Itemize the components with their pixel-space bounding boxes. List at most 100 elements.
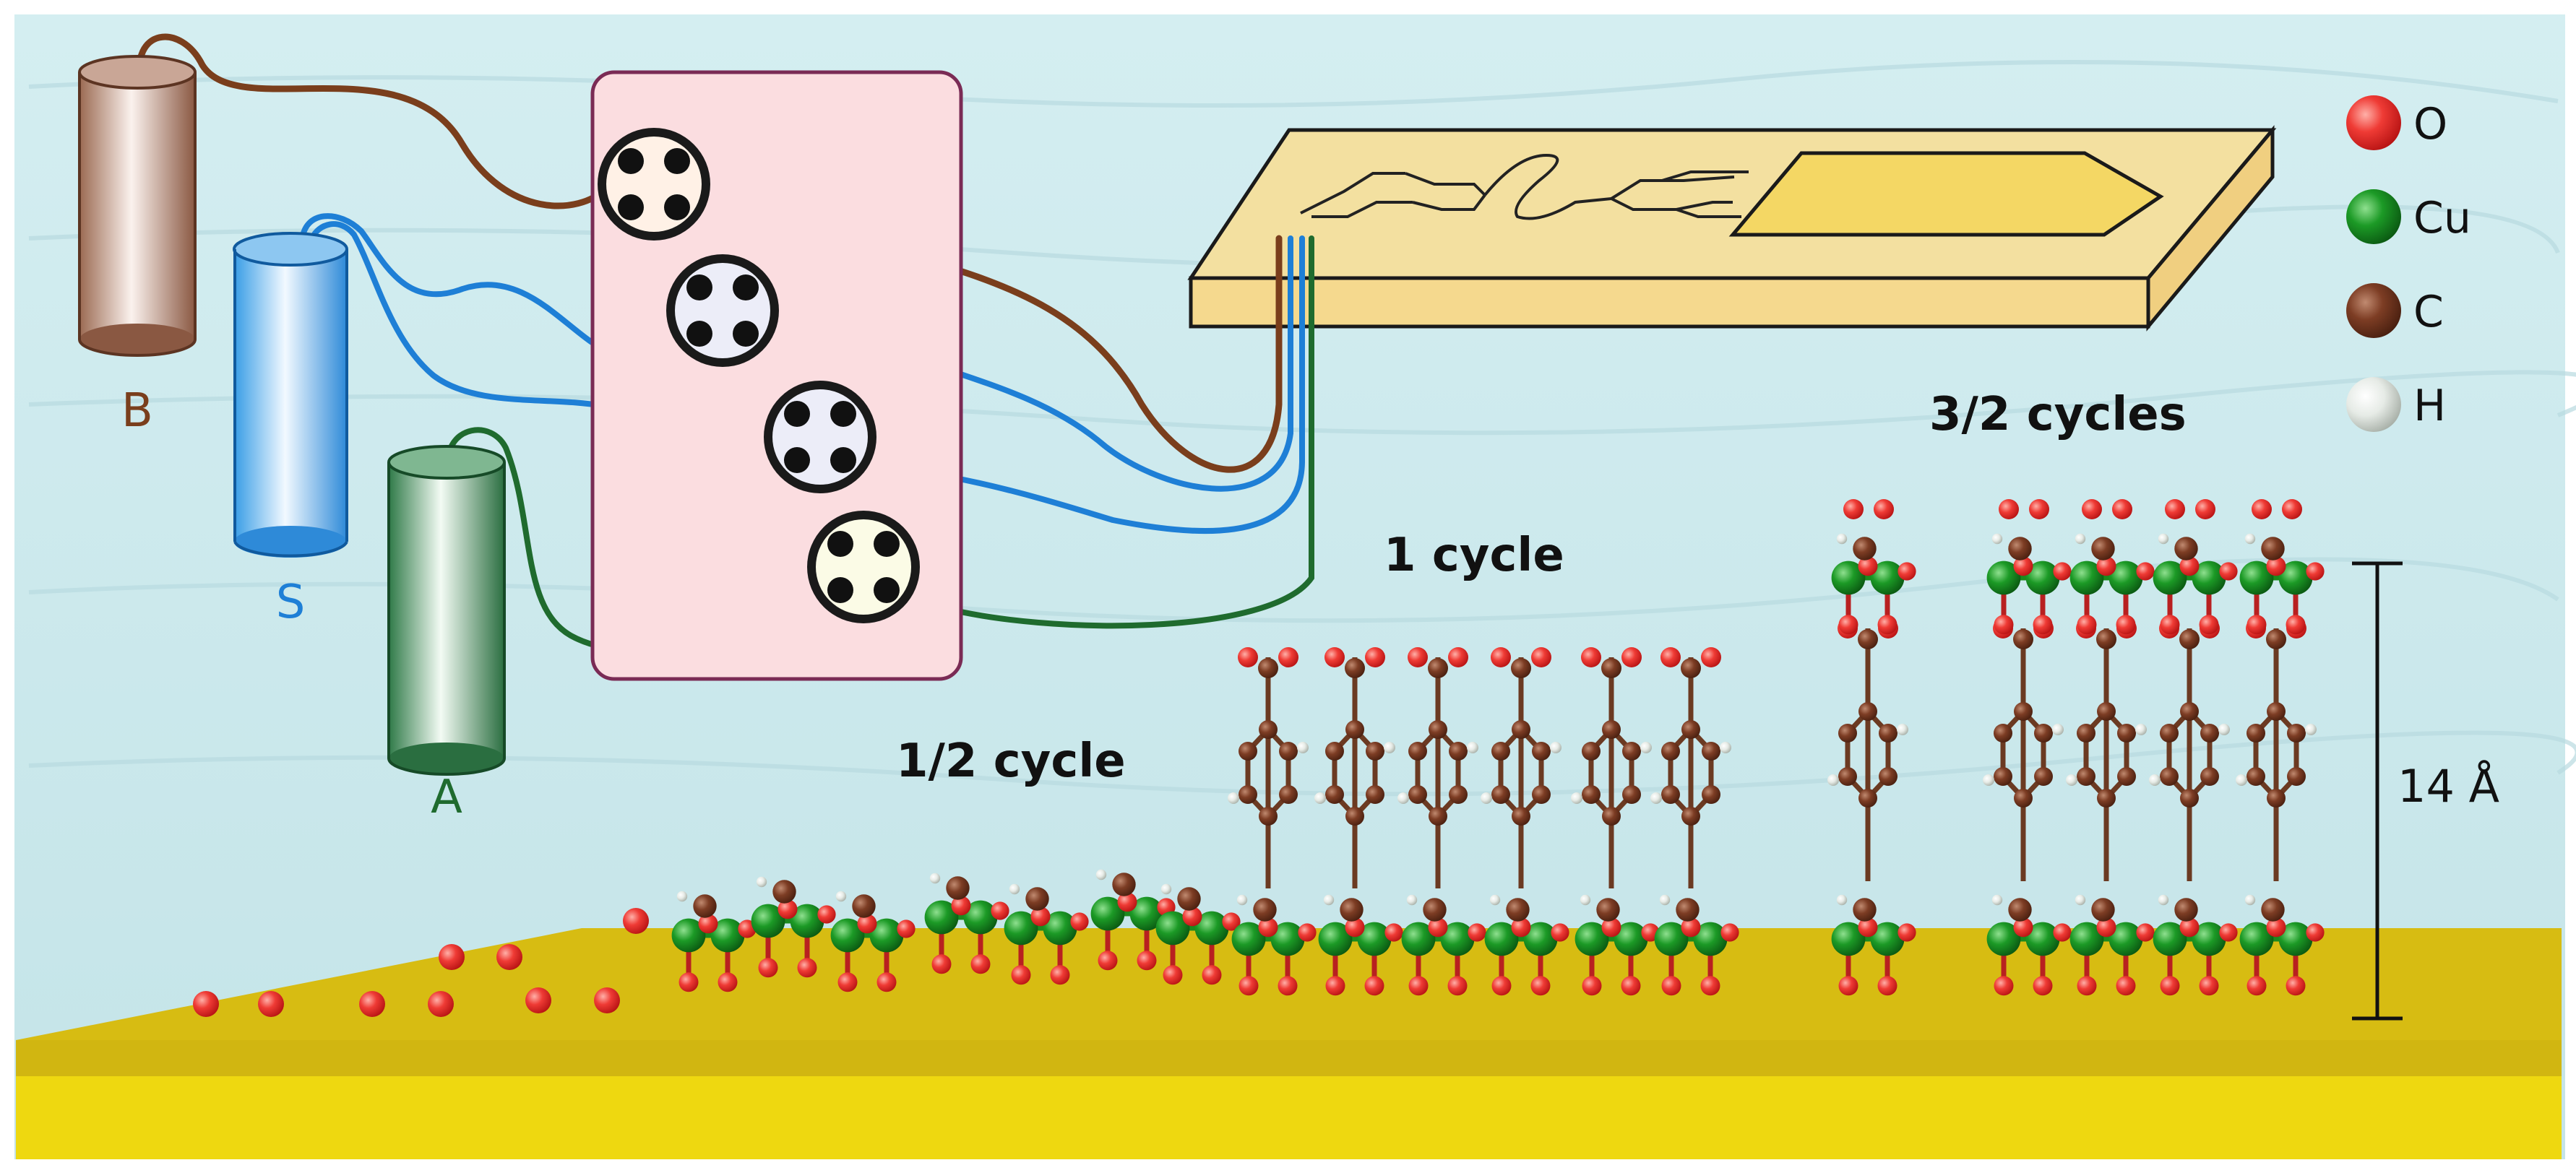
h-atom <box>1297 742 1309 753</box>
o-atom <box>2013 556 2033 576</box>
h-atom <box>835 891 847 902</box>
c-atom <box>1491 785 1510 804</box>
h-atom <box>1009 883 1020 895</box>
o-atom <box>1137 951 1157 971</box>
reservoir-S <box>233 232 348 558</box>
c-atom <box>2267 702 2286 721</box>
o-atom <box>857 914 877 934</box>
h-atom <box>1489 894 1501 906</box>
cu-atom <box>1090 896 1125 931</box>
o-atom <box>718 972 738 992</box>
cu-atom <box>2278 922 2313 956</box>
legend-o-swatch <box>2346 95 2401 150</box>
c-atom <box>1994 767 2012 786</box>
o-atom <box>2219 923 2238 942</box>
c-atom <box>2200 724 2219 743</box>
chip-channels <box>1300 153 1749 220</box>
o-atom <box>1877 976 1897 996</box>
o-atom <box>1070 912 1089 931</box>
o-atom <box>1581 647 1601 667</box>
o-atom <box>797 958 817 978</box>
h-atom <box>756 876 767 888</box>
o-atom <box>2096 917 2116 938</box>
o-atom <box>2116 976 2136 996</box>
cu-atom <box>869 918 904 953</box>
h-atom <box>1897 724 1908 735</box>
cu-atom <box>1231 922 1266 956</box>
o-atom <box>1601 917 1621 938</box>
c-atom <box>2013 629 2033 649</box>
surface-oxygen-atom <box>496 944 522 970</box>
h-atom <box>1991 894 2003 906</box>
o-atom <box>1551 923 1569 942</box>
c-atom <box>1325 742 1344 761</box>
c-atom <box>852 894 876 918</box>
legend-cu-swatch <box>2346 189 2401 244</box>
h-atom <box>1323 894 1335 906</box>
o-atom <box>817 905 836 924</box>
c-atom <box>1858 629 1878 649</box>
o-atom <box>1182 906 1202 927</box>
c-atom <box>1661 785 1680 804</box>
cu-atom <box>2025 560 2060 595</box>
o-atom <box>1491 976 1512 996</box>
c-atom <box>1676 898 1700 922</box>
c-atom <box>1112 873 1136 896</box>
o-atom <box>679 972 699 992</box>
cu-atom <box>1654 922 1689 956</box>
c-atom <box>2008 537 2032 560</box>
o-atom <box>1661 976 1681 996</box>
o-atom <box>2077 615 2097 635</box>
o-atom <box>2199 615 2219 635</box>
c-atom <box>1366 742 1384 761</box>
o-atom <box>1994 615 2014 635</box>
o-atom <box>1030 906 1051 927</box>
h-atom <box>676 891 688 902</box>
o-atom <box>1660 647 1681 667</box>
valve-panel <box>590 70 963 681</box>
o-atom <box>2053 562 2072 581</box>
o-atom <box>2179 556 2200 576</box>
h-atom <box>1550 742 1561 753</box>
stage-label-one-cycle: 1 cycle <box>1384 529 1564 582</box>
adsorbed-oxygen-layer <box>193 908 649 1017</box>
c-atom <box>1279 742 1298 761</box>
half-cycle-layer <box>671 869 1241 992</box>
o-atom <box>1511 917 1531 938</box>
c-atom <box>2097 789 2116 808</box>
cu-atom <box>1484 922 1519 956</box>
scale-bar-label: 14 Å <box>2398 760 2499 813</box>
c-atom <box>1853 537 1877 560</box>
h-atom <box>1467 742 1478 753</box>
c-atom <box>2261 898 2285 922</box>
o-atom <box>1530 976 1551 996</box>
reservoir-label-A: A <box>431 771 462 824</box>
c-atom <box>1681 720 1700 739</box>
h-atom <box>1384 742 1395 753</box>
c-atom <box>2267 789 2286 808</box>
c-atom <box>2200 767 2219 786</box>
o-atom <box>2136 923 2155 942</box>
o-atom <box>1365 647 1385 667</box>
c-atom <box>1879 767 1897 786</box>
c-atom <box>2174 537 2198 560</box>
h-atom <box>1397 792 1409 804</box>
c-atom <box>2287 767 2306 786</box>
o-atom <box>1011 965 1031 985</box>
c-atom <box>2077 767 2095 786</box>
c-atom <box>2180 789 2199 808</box>
c-atom <box>1345 658 1365 678</box>
cu-atom <box>1986 560 2021 595</box>
h-atom <box>929 873 941 884</box>
o-atom <box>876 972 897 992</box>
legend-c-label: C <box>2413 287 2444 337</box>
c-atom <box>1702 785 1720 804</box>
cu-atom <box>710 918 745 953</box>
c-atom <box>1858 789 1877 808</box>
c-atom <box>2179 629 2200 649</box>
h-atom <box>2158 533 2169 545</box>
reservoir-B <box>78 55 197 357</box>
cu-atom <box>2069 922 2104 956</box>
c-atom <box>1681 807 1700 826</box>
